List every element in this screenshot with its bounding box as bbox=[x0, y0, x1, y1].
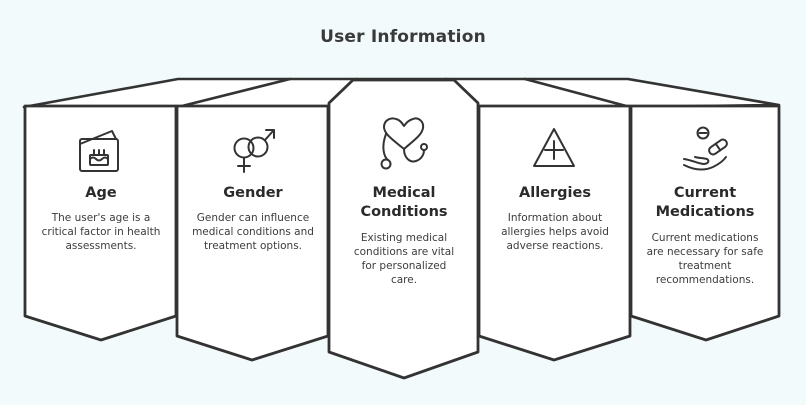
card-age-heading: Age bbox=[85, 185, 117, 201]
card-age bbox=[23, 104, 178, 342]
card-allergies-heading: Allergies bbox=[519, 185, 591, 201]
card-current-medications-heading: Current Medications bbox=[655, 185, 755, 220]
card-age-content: Age The user's age is a critical factor … bbox=[35, 184, 167, 253]
card-allergies bbox=[477, 104, 632, 362]
card-gender-description: Gender can influence medical conditions … bbox=[192, 212, 314, 252]
card-allergies-content: Allergies Information about allergies he… bbox=[491, 184, 619, 253]
warning-triangle-icon bbox=[533, 128, 575, 167]
card-gender-content: Gender Gender can influence medical cond… bbox=[189, 184, 317, 253]
card-medical-conditions-description: Existing medical conditions are vital fo… bbox=[353, 232, 455, 286]
diagram-title: User Information bbox=[320, 27, 486, 47]
card-gender bbox=[175, 104, 330, 362]
card-gender-heading: Gender bbox=[223, 185, 283, 201]
hand-pills-icon bbox=[683, 126, 728, 171]
card-current-medications-description: Current medications are necessary for sa… bbox=[646, 232, 764, 286]
birthday-card-icon bbox=[79, 130, 119, 172]
card-current-medications-content: Current Medications Current medications … bbox=[641, 184, 769, 287]
card-current-medications bbox=[629, 104, 781, 342]
card-medical-conditions-heading: Medical Conditions bbox=[360, 185, 448, 220]
card-medical-conditions-content: Medical Conditions Existing medical cond… bbox=[343, 184, 465, 287]
stethoscope-heart-icon bbox=[380, 117, 428, 170]
card-age-description: The user's age is a critical factor in h… bbox=[41, 212, 161, 252]
card-allergies-description: Information about allergies helps avoid … bbox=[501, 212, 609, 252]
gender-symbols-icon bbox=[233, 129, 275, 173]
